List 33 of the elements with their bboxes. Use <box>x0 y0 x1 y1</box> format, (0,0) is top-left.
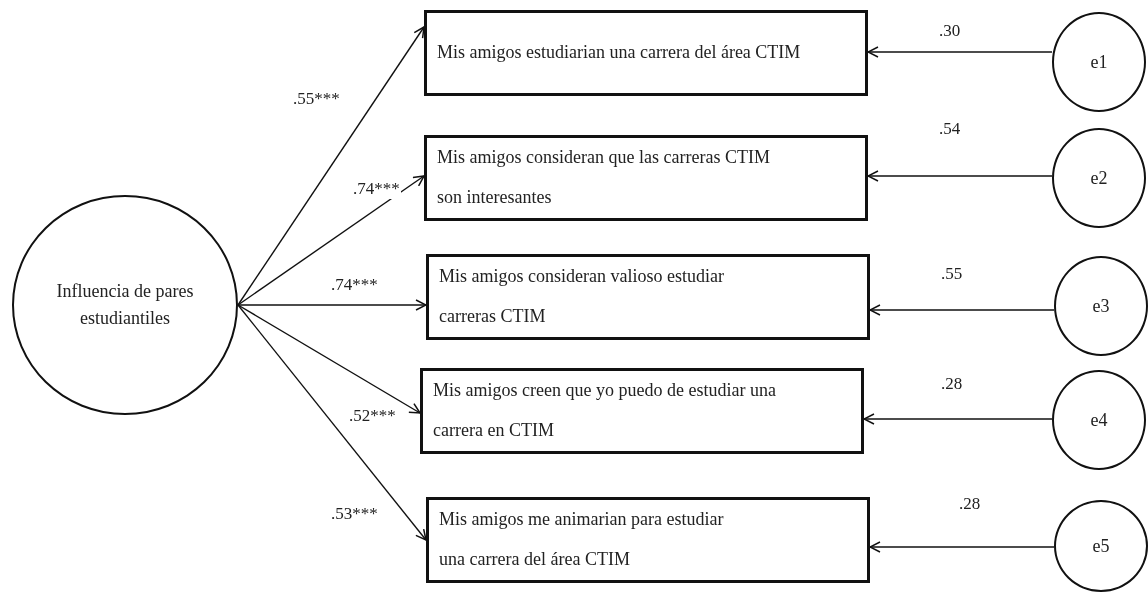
node-text: Mis amigos creen que yo puedo de estudiar una carrera en CTIM <box>433 379 777 442</box>
arrow <box>237 299 427 311</box>
node-text: Influencia de pares estudiantiles <box>55 280 195 330</box>
indicator-box <box>424 135 868 221</box>
arrow <box>869 304 1055 316</box>
node-text: e4 <box>1090 408 1108 432</box>
arrow <box>867 46 1053 58</box>
error-term-circle <box>1052 370 1146 470</box>
node-text: e5 <box>1092 534 1110 558</box>
node-text: Mis amigos me animarian para estudiar una carrera del área CTIM <box>439 508 725 571</box>
arrow <box>863 413 1053 425</box>
edge-label: .74*** <box>352 180 401 199</box>
node-text: Mis amigos consideran valioso estudiar carreras CTIM <box>439 265 725 328</box>
arrow <box>237 26 425 306</box>
error-term-circle <box>1054 500 1148 592</box>
error-term-circle <box>1054 256 1148 356</box>
latent-variable-circle <box>12 195 238 415</box>
arrow <box>869 541 1055 553</box>
node-text: e1 <box>1090 50 1108 74</box>
indicator-box <box>424 10 868 96</box>
indicator-box <box>426 497 870 583</box>
error-term-circle <box>1052 128 1146 228</box>
arrow <box>867 170 1053 182</box>
arrow <box>237 304 421 414</box>
indicator-box <box>426 254 870 340</box>
node-text: Mis amigos estudiarian una carrera del área CTIM <box>437 41 801 65</box>
node-text: e3 <box>1092 294 1110 318</box>
indicator-box <box>420 368 864 454</box>
node-text: Mis amigos consideran que las carreras CTIM son interesantes <box>437 146 771 209</box>
node-text: e2 <box>1090 166 1108 190</box>
arrow <box>237 175 425 306</box>
error-term-circle <box>1052 12 1146 112</box>
arrow <box>237 304 427 541</box>
